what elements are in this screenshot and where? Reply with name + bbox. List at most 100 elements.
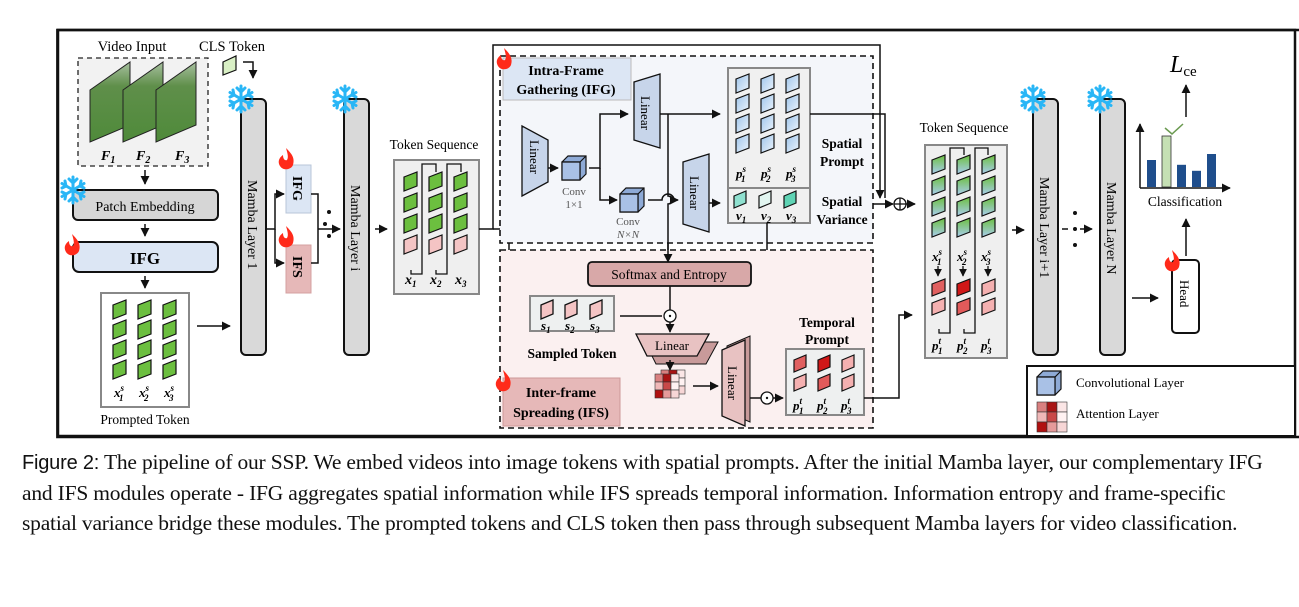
temporal-prompt-token — [841, 354, 855, 373]
legend-attention-cell — [1046, 401, 1058, 413]
mamba-layer-1 — [240, 98, 267, 356]
figure-caption: Figure 2: The pipeline of our SSP. We em… — [22, 447, 1282, 538]
conv2-label: Conv — [616, 216, 640, 228]
attention-cell — [670, 381, 680, 391]
mamba-layer-i-label: Mamba Layer i — [347, 185, 362, 271]
ifg-block-label: IFG — [130, 249, 160, 268]
spatial-prompt-token — [760, 73, 775, 94]
ifg-title-line1: Intra-Frame — [528, 64, 603, 79]
token-seq2-spatial — [956, 196, 971, 217]
image-token — [403, 171, 418, 192]
cls-token-label: CLS Token — [199, 39, 266, 55]
ifs-small-block — [285, 244, 312, 294]
ifs-title-line2: Spreading (IFS) — [513, 406, 609, 421]
legend-attention-cell — [1056, 411, 1068, 423]
classification-bar — [1147, 160, 1156, 187]
attention-cell — [662, 381, 672, 391]
token-seq2-temporal — [931, 278, 946, 297]
ifs-linear-1-label: Linear — [655, 338, 690, 353]
classification-bar — [1192, 170, 1201, 187]
video-frames — [89, 61, 197, 143]
mamba-layer-n-label: Mamba Layer N — [1103, 182, 1118, 275]
prompted-token — [112, 319, 127, 340]
variance-token-3 — [783, 190, 797, 209]
checkmark-icon — [1164, 123, 1184, 136]
legend-attention-cell — [1036, 421, 1048, 433]
prompted-token — [112, 299, 127, 320]
attention-cell — [654, 373, 664, 383]
spatial-prompt-token — [785, 93, 800, 114]
temporal-prompt-token — [793, 373, 807, 392]
head-label: Head — [1177, 280, 1192, 308]
image-token — [453, 192, 468, 213]
conv1-label: Conv — [562, 186, 586, 198]
connector-line — [938, 147, 965, 334]
ifs-title-box — [502, 377, 621, 427]
head-block — [1171, 259, 1200, 334]
legend-attn-label: Attention Layer — [1076, 406, 1159, 421]
token-sequence-label: Token Sequence — [390, 137, 479, 152]
variance-token-1 — [733, 190, 747, 209]
spatial-prompt-grid — [735, 73, 800, 154]
ifg-linear-3 — [682, 153, 710, 233]
attention-cell — [670, 389, 680, 399]
sampled-var-3: s3 — [589, 318, 600, 335]
conv-1x1-cube — [561, 155, 587, 181]
prompted-token — [112, 359, 127, 380]
attention-cell — [662, 389, 672, 399]
classification-label: Classification — [1148, 194, 1222, 209]
spatial-variance-var-2: v2 — [761, 208, 772, 225]
token-seq2-temporal — [931, 297, 946, 316]
token-seq2-spatial — [956, 175, 971, 196]
flame-icon — [278, 226, 294, 248]
ifs-small-label: IFS — [289, 256, 304, 278]
token-seq2-spatial — [981, 154, 996, 175]
spatial-variance-label-2: Variance — [816, 212, 867, 227]
connector-line — [963, 147, 989, 334]
token-seq2-temporal — [956, 278, 971, 297]
temporal-prompt-token — [817, 373, 831, 392]
attention-matrix — [654, 369, 686, 399]
spatial-prompt-token — [760, 93, 775, 114]
ifg-title-line2: Gathering (IFG) — [516, 83, 615, 98]
prompted-token — [162, 319, 177, 340]
spatial-prompt-token — [785, 133, 800, 154]
attention-cell — [654, 389, 664, 399]
spatial-prompt-label-1: Spatial — [822, 136, 863, 151]
legend-attention-icon — [1036, 401, 1068, 433]
spatial-prompt-label-2: Prompt — [820, 154, 864, 169]
conv1-size: 1×1 — [565, 199, 582, 211]
image-token — [428, 213, 443, 234]
prompted-token — [137, 339, 152, 360]
ellipsis-dots-2 — [1073, 211, 1077, 247]
ifg-title-box — [502, 57, 632, 101]
mamba-layer-i — [343, 98, 370, 356]
classification-bar — [1177, 164, 1186, 187]
pipeline-diagram: Video Input CLS Token F1 F2 F3 Patch Emb… — [56, 28, 1299, 439]
prompt-token — [453, 234, 468, 255]
legend-attention-cell — [1036, 411, 1048, 423]
connector-line — [435, 163, 462, 275]
mamba-layer-i1 — [1032, 98, 1059, 356]
token-seq2-spatial — [931, 175, 946, 196]
attention-cell — [654, 381, 664, 391]
spatial-prompt-token — [735, 93, 750, 114]
variance-token-2 — [758, 190, 772, 209]
ifg-linear-3-label: Linear — [687, 176, 702, 211]
token-seq2-spatial — [931, 154, 946, 175]
legend-attention-cell — [1046, 411, 1058, 423]
legend-conv-cube-icon — [1036, 370, 1062, 396]
ifg-linear-2 — [633, 73, 661, 149]
legend-attention-cell — [1046, 421, 1058, 433]
spatial-variance-label-1: Spatial — [822, 194, 863, 209]
flame-icon — [278, 148, 294, 170]
spatial-prompt-token — [760, 113, 775, 134]
